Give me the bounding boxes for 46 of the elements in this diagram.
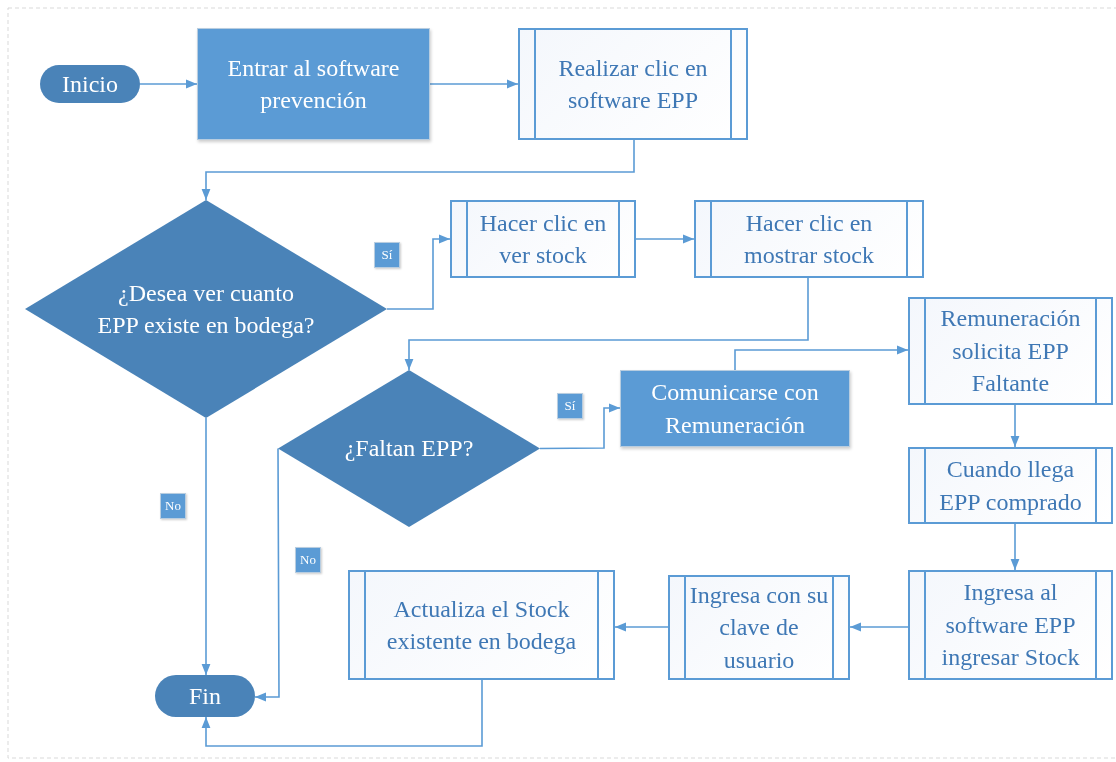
edge-label: Sí [557, 393, 583, 419]
terminal-shape [40, 65, 140, 103]
process-box [197, 28, 430, 140]
subprocess-box [348, 570, 615, 680]
node-label: Inicio [62, 69, 118, 99]
node-label: Entrar al software prevención [226, 53, 401, 115]
node-label: Hacer clic en mostrar stock [743, 208, 875, 270]
node-label: Comunicarse con Remuneración [650, 378, 820, 440]
subprocess-box [450, 200, 636, 278]
node-label: Hacer clic en ver stock [478, 208, 608, 270]
connector-arrow [849, 622, 909, 632]
node-label: Realizar clic en software EPP [557, 53, 709, 115]
connector-arrow [539, 403, 621, 450]
connector-arrow [404, 277, 809, 371]
node-label: ¿Faltan EPP? [343, 434, 475, 464]
edge-label: No [295, 547, 321, 573]
connector-arrow [1010, 404, 1020, 448]
connector-arrow [201, 679, 483, 747]
terminal-shape [155, 675, 255, 717]
connector-arrow [254, 447, 280, 702]
connector-arrow [386, 234, 451, 310]
subprocess-box [908, 297, 1113, 405]
node-label: Actualiza el Stock existente en bodega [385, 594, 578, 656]
node-label: Remuneración solicita EPP Faltante [939, 304, 1082, 399]
subprocess-box [694, 200, 924, 278]
node-label: Ingresa al software EPP ingresar Stock [940, 578, 1081, 673]
process-box [620, 370, 850, 447]
node-label: Fin [189, 681, 221, 711]
connector-arrow [429, 79, 519, 89]
node-label: Ingresa con su clave de usuario [688, 580, 830, 675]
connector-arrow [635, 234, 695, 244]
node-label: Cuando llega EPP comprado [938, 455, 1083, 517]
subprocess-box [668, 575, 850, 680]
node-label: ¿Desea ver cuanto EPP existe en bodega? [96, 278, 316, 340]
connector-arrow [614, 622, 669, 632]
subprocess-box [908, 447, 1113, 524]
edge-label: No [160, 493, 186, 519]
connector-arrow [139, 79, 198, 89]
decision-diamond [278, 370, 540, 527]
connector-arrow [734, 345, 909, 371]
subprocess-box [908, 570, 1113, 680]
connector-arrow [201, 417, 211, 676]
connector-arrow [201, 139, 635, 201]
subprocess-box [518, 28, 748, 140]
connector-arrow [1010, 523, 1020, 571]
edge-label: Sí [374, 242, 400, 268]
